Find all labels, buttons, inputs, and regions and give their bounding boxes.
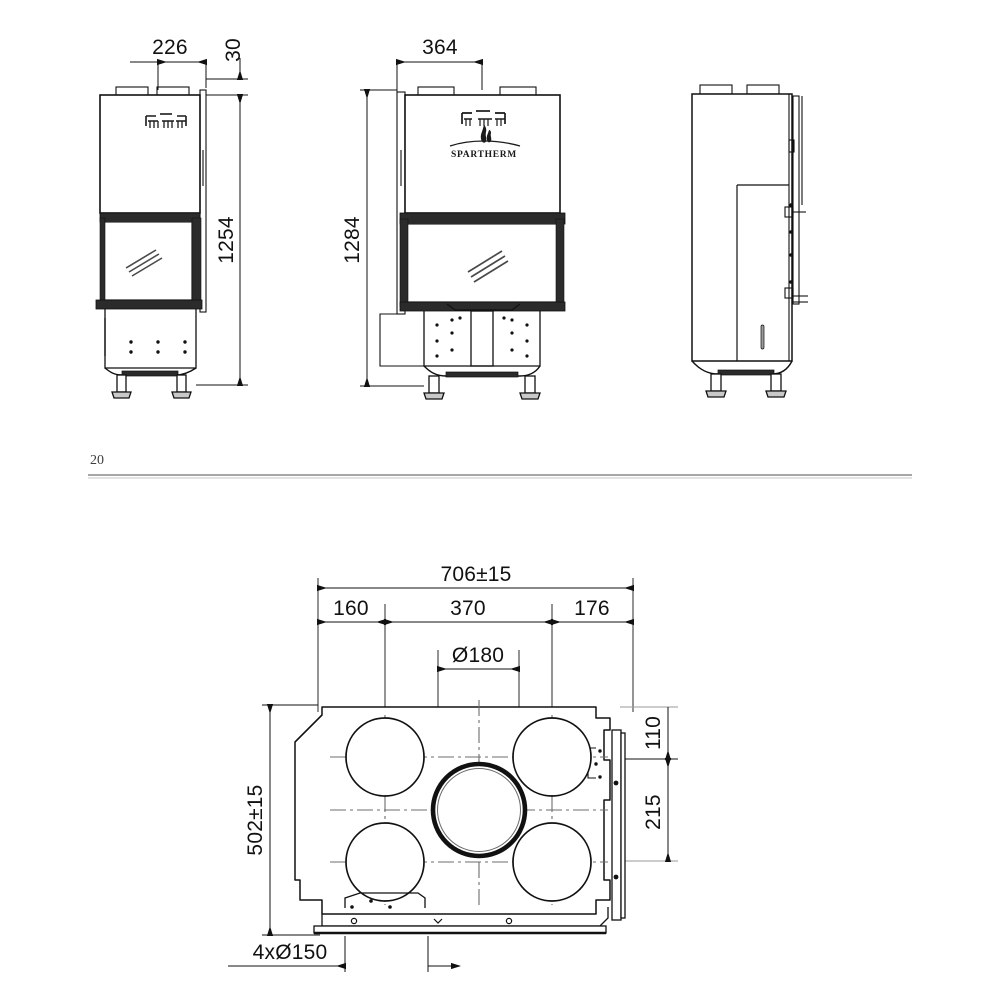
front-door-top-band [399, 212, 566, 225]
dim-364-label: 364 [422, 36, 458, 59]
front-door-handle [446, 303, 521, 311]
left-door-bottom-band [95, 299, 203, 310]
dim-30 [206, 58, 248, 116]
left-door-side-jamb [191, 217, 202, 305]
dim-4x150-label: 4xØ150 [253, 941, 328, 964]
dim-180-label: Ø180 [452, 644, 504, 667]
front-foot-b [519, 375, 541, 400]
side-foot-a [705, 373, 727, 398]
front-left-skirt [379, 313, 424, 367]
spartherm-logo-underline [449, 140, 521, 147]
hole-top-left [345, 717, 425, 797]
hole-bottom-left [345, 822, 425, 902]
side-elevation-view [691, 84, 808, 398]
dim-226 [130, 58, 207, 90]
plan-flue-outlet [430, 761, 528, 859]
front-door-right-jamb [555, 218, 565, 307]
side-foot-b [765, 373, 787, 398]
dim-1284 [360, 89, 424, 387]
hole-top-right [512, 717, 592, 797]
left-upper-body [99, 94, 201, 214]
dim-1254-label: 1254 [215, 216, 238, 264]
plan-front-apron [313, 892, 609, 935]
dim-160-label: 160 [333, 597, 369, 620]
front-door-left-jamb [399, 218, 409, 307]
left-door-top-band [99, 212, 201, 223]
left-foot-a [111, 374, 132, 399]
left-elevation-view: 226 30 1254 [95, 36, 248, 399]
dim-370-label: 370 [450, 597, 486, 620]
plan-apron-holes [350, 899, 392, 909]
left-foot-b [171, 374, 192, 399]
dim-706-label: 706±15 [440, 563, 511, 586]
dim-110-label: 110 [642, 716, 665, 750]
dim-176-label: 176 [574, 597, 610, 620]
dim-30-label: 30 [222, 38, 245, 62]
page-footer: 20 [88, 453, 912, 479]
side-top-tabs [699, 84, 780, 95]
side-interior-partition [736, 184, 789, 361]
plan-right-flange [611, 729, 626, 921]
left-pedestal [104, 309, 197, 369]
dim-1254 [196, 94, 248, 386]
plan-view: 706±15 160 370 176 Ø180 502±15 [228, 563, 678, 972]
left-door-left-jamb [99, 217, 106, 305]
dim-215-label: 215 [642, 794, 665, 830]
dim-502 [262, 704, 320, 936]
side-slot-detail [760, 324, 765, 350]
spartherm-logo-flame-icon [480, 124, 492, 143]
plan-right-flange-holes [613, 780, 619, 880]
page-number: 20 [90, 453, 104, 468]
plan-apron-fixings [350, 917, 513, 925]
dim-4x150 [228, 936, 461, 972]
side-back-rails [788, 94, 803, 361]
spartherm-logo: SPARTHERM [449, 110, 521, 160]
plan-convection-holes [345, 717, 592, 902]
side-main-body [691, 93, 793, 362]
left-back-rail [199, 89, 207, 313]
plan-right-bracket-holes [594, 749, 602, 779]
front-glass-reflection-icon [467, 250, 509, 283]
left-burner-glyph [145, 113, 187, 128]
dim-1284-label: 1284 [341, 216, 364, 264]
dim-364 [396, 58, 483, 92]
left-base-rail [121, 370, 179, 377]
left-pedestal-holes [129, 340, 187, 354]
side-back-brackets [784, 139, 808, 303]
left-glass-reflection-icon [125, 249, 163, 277]
front-foot-a [423, 375, 445, 400]
spartherm-logo-wordmark: SPARTHERM [451, 150, 517, 160]
dim-226-label: 226 [152, 36, 188, 59]
spartherm-logo-bracket-icon [461, 110, 506, 126]
dim-110-215 [620, 706, 678, 862]
side-base-rail [717, 369, 775, 376]
hole-bottom-right [512, 822, 592, 902]
dim-502-label: 502±15 [244, 784, 267, 855]
front-base-rail [445, 371, 519, 378]
front-pedestal [423, 310, 541, 367]
front-upper-body [404, 94, 561, 214]
side-back-fittings [789, 148, 795, 284]
front-elevation-view: SPARTHERM [341, 36, 566, 400]
plan-chamfer-edge [294, 714, 323, 743]
front-pedestal-holes [435, 316, 529, 358]
